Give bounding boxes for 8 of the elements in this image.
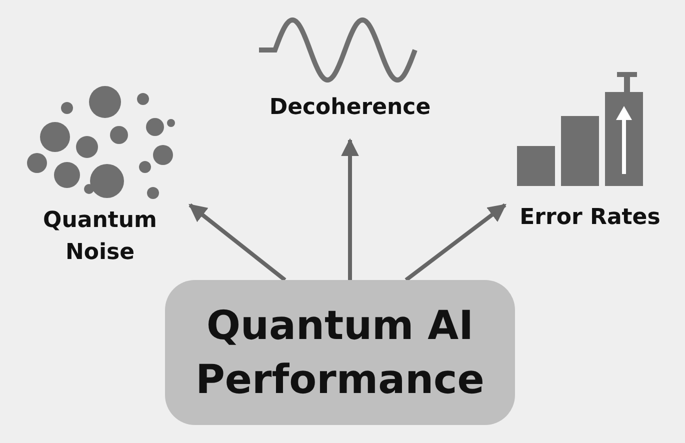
node-label: Quantum Noise — [42, 207, 158, 267]
arrow — [341, 138, 359, 280]
node-label: Decoherence — [268, 94, 432, 122]
box-title: Quantum AI Performance — [194, 302, 486, 404]
node-label: Error Rates — [518, 204, 662, 232]
arrow — [404, 203, 506, 282]
arrow — [188, 203, 286, 282]
process-box — [165, 280, 515, 425]
